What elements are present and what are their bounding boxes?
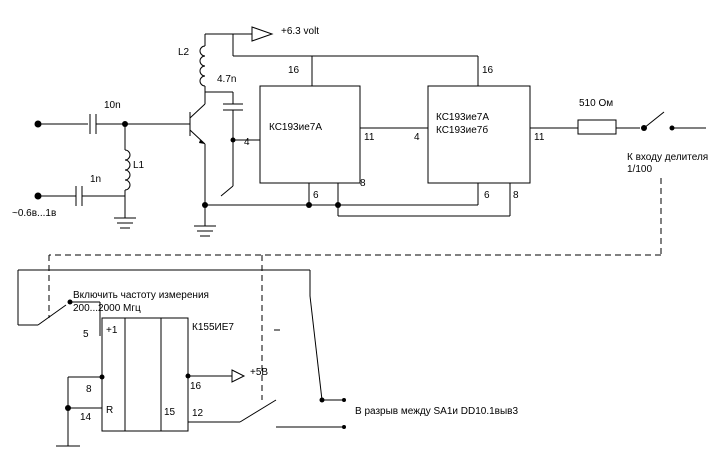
junction-dot (230, 137, 236, 143)
ic2-name-line1: КС193ие7А (436, 112, 489, 123)
capacitor-10n (89, 114, 97, 134)
ic1-pin4: 4 (244, 137, 250, 148)
break-contact (342, 398, 346, 402)
counter-pin16: 16 (190, 381, 202, 392)
ic1-name: КС193ие7А (269, 122, 322, 133)
label-resistor: 510 Ом (579, 98, 613, 109)
input-section: 10n L1 1n ~0.6в...1в (12, 100, 190, 229)
label-c-1n: 1n (90, 174, 101, 185)
ic1-pin6: 6 (313, 190, 319, 201)
range-switch-blade (37, 304, 67, 326)
capacitor-4-7n (223, 103, 243, 111)
label-output-1: К входу делителя (627, 152, 708, 163)
label-supply-63: +6.3 volt (281, 26, 319, 37)
label-l2: L2 (178, 47, 190, 58)
ground-symbol (194, 225, 216, 237)
break-contact (342, 425, 346, 429)
ic1-pin11: 11 (364, 132, 375, 143)
ic1-pin16: 16 (288, 65, 300, 76)
ic1-prescaler: КС193ие7А 16 4 11 6 8 (244, 56, 375, 216)
counter-R: R (106, 405, 113, 416)
label-break-note: В разрыв между SA1и DD10.1выв3 (355, 406, 518, 417)
label-input-level: ~0.6в...1в (12, 208, 56, 219)
counter-name: К155ИЕ7 (192, 322, 234, 333)
output-section: 510 Ом К входу делителя 1/100 (530, 98, 708, 175)
junction-dot (99, 374, 105, 380)
switch-contact (669, 125, 675, 131)
supply-arrow-5 (231, 369, 246, 383)
counter-pin5: 5 (83, 329, 89, 340)
capacitor-1n (75, 186, 83, 206)
ic2-pin11: 11 (534, 132, 545, 143)
label-c-10n: 10n (104, 100, 121, 111)
supply-arrow-63 (251, 26, 274, 42)
transistor-emitter (189, 129, 206, 145)
transistor-collector (189, 103, 206, 119)
ic1-pin8: 8 (360, 178, 366, 189)
junction-dot (185, 373, 191, 379)
counter-pin14: 14 (80, 412, 92, 423)
label-c-4-7n: 4.7n (217, 74, 236, 85)
inductor-l2 (199, 45, 206, 87)
label-output-2: 1/100 (627, 164, 652, 175)
counter-plus1: +1 (106, 325, 118, 336)
ic2-pin16: 16 (482, 65, 494, 76)
switch-linkage (48, 178, 662, 400)
label-l1: L1 (133, 160, 145, 171)
ic2-prescaler: КС193ие7А КС193ие7б 4 16 11 6 8 (312, 55, 545, 217)
ic2-name-line2: КС193ие7б (436, 124, 488, 136)
ic2-pin8: 8 (513, 190, 519, 201)
switch-blade (643, 111, 665, 129)
resistor-510 (577, 119, 617, 135)
label-switch-2: 200...2000 Мгц (73, 303, 141, 314)
ground-symbol (114, 217, 136, 229)
counter-k155ie7 (101, 317, 189, 432)
label-supply-5: +5В (250, 367, 268, 378)
counter-pin15: 15 (164, 407, 176, 418)
counter-switch-blade (239, 399, 277, 423)
counter-pin12: 12 (192, 408, 204, 419)
label-switch-1: Включить частоту измерения (73, 290, 209, 301)
transistor-stage: L2 +6.3 volt 4.7n (178, 26, 341, 237)
ic2-pin6: 6 (484, 190, 490, 201)
inductor-l1 (124, 149, 131, 191)
ic2-pin4: 4 (414, 132, 420, 143)
counter-section: Включить частоту измерения 200...2000 Мг… (17, 269, 518, 447)
counter-pin8: 8 (86, 384, 92, 395)
